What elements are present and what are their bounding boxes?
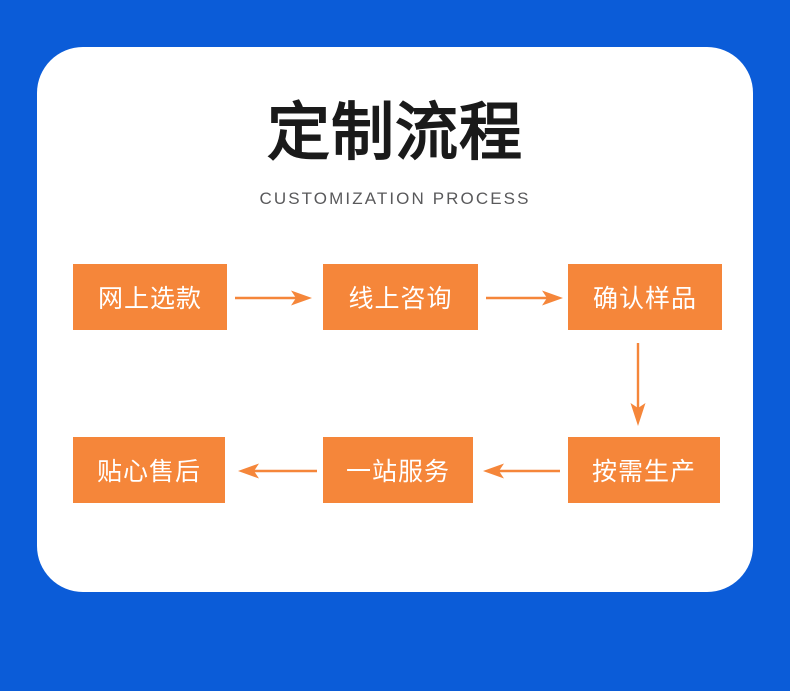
flow-node-attentive-after-sales[interactable]: 贴心售后 [73,437,225,503]
flow-node-online-consultation[interactable]: 线上咨询 [323,264,478,330]
arrow-right-icon [486,290,563,306]
arrow-left-icon [483,463,560,479]
page-title: 定制流程 [267,96,523,169]
flow-node-online-selection[interactable]: 网上选款 [73,264,227,330]
arrow-down-icon [630,343,646,426]
flow-node-sample-confirmation[interactable]: 确认样品 [568,264,722,330]
page-subtitle: CUSTOMIZATION PROCESS [259,189,531,208]
flow-node-one-stop-service[interactable]: 一站服务 [323,437,473,503]
flow-node-on-demand-production[interactable]: 按需生产 [568,437,720,503]
arrow-left-icon [238,463,317,479]
arrow-right-icon [235,290,312,306]
